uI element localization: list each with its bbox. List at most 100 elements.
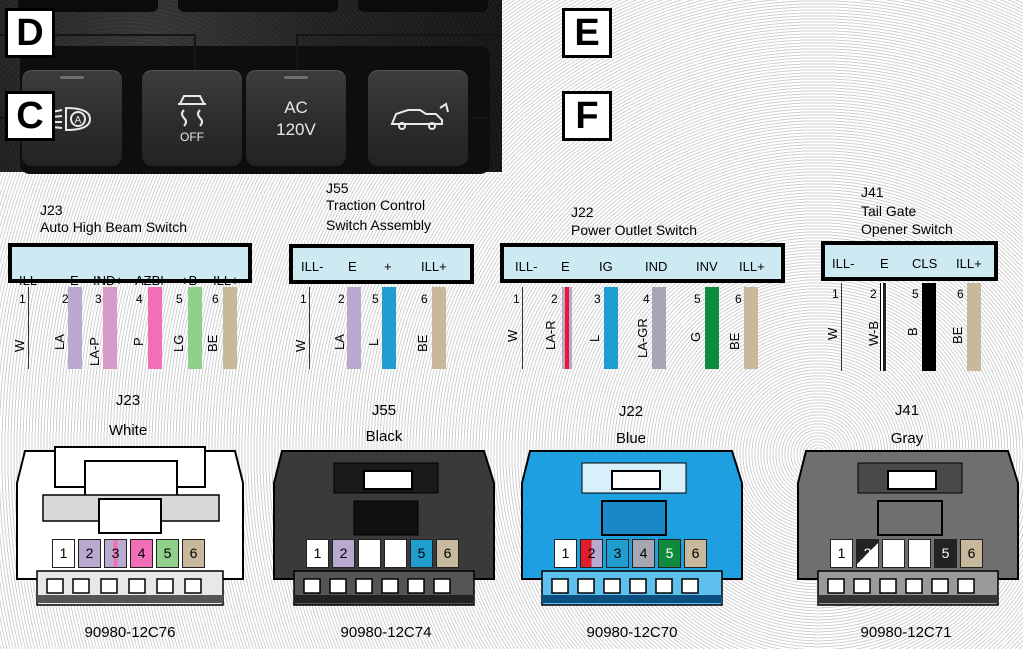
- j41-term-1: ILL-: [832, 256, 855, 271]
- j41-cell-4: [908, 539, 931, 568]
- j23-pin-6: 6: [212, 292, 219, 306]
- j55-cell-1: 1: [306, 539, 329, 568]
- j23-cell-1: 1: [52, 539, 75, 568]
- j23-connector-face: [16, 446, 244, 606]
- j22-term-3: IG: [599, 259, 613, 274]
- j22-term-6: ILL+: [739, 259, 765, 274]
- j55-pin-4: 6: [421, 292, 428, 306]
- j41-cell-5: 5: [934, 539, 957, 568]
- j22-code-1: W: [505, 329, 520, 342]
- j41-cell-2: 2: [856, 539, 879, 568]
- j41-cell-3: [882, 539, 905, 568]
- j41-pin-2: 2: [870, 287, 877, 301]
- j55-term-1: ILL-: [301, 259, 324, 274]
- traction-control-off-icon: [178, 95, 206, 127]
- voltage-label: 120V: [276, 120, 316, 139]
- j55-term-4: ILL+: [421, 259, 447, 274]
- j41-code-4: BE: [950, 326, 965, 344]
- j41-housing-color: Gray: [890, 430, 924, 447]
- j23-id: J23: [40, 202, 63, 218]
- j22-code-6: BE: [727, 332, 742, 350]
- callout-d: D: [5, 8, 55, 58]
- j22-cell-1: 1: [554, 539, 577, 568]
- j23-terminal-header: [8, 243, 252, 283]
- j55-cell-3: [358, 539, 381, 568]
- j55-name-line2: Switch Assembly: [326, 217, 432, 233]
- j41-code-1: W: [825, 327, 840, 340]
- callout-f: F: [562, 91, 612, 141]
- j23-cell-4: 4: [130, 539, 153, 568]
- j41-part-number: 90980-12C71: [860, 624, 952, 641]
- j41-cell-6: 6: [960, 539, 983, 568]
- j41-pin-4: 6: [957, 287, 964, 301]
- j23-term-2: E: [70, 273, 79, 288]
- j23-code-2: LA: [52, 334, 67, 350]
- j55-cell-2: 2: [332, 539, 355, 568]
- j55-wire-4: [432, 287, 446, 369]
- tailgate-opener-button[interactable]: [368, 70, 468, 166]
- j41-code-3: B: [905, 327, 920, 336]
- j41-connector-face: [797, 450, 1019, 606]
- j23-pin-3: 3: [95, 292, 102, 306]
- j22-pin-5: 5: [694, 292, 701, 306]
- j55-id: J55: [326, 180, 349, 196]
- power-outlet-button[interactable]: AC 120V: [246, 70, 346, 166]
- j41-id: J41: [861, 184, 884, 200]
- j41-code-2: W-B: [866, 320, 881, 346]
- j55-wire-2: [347, 287, 361, 369]
- j22-code-4: LA-GR: [635, 318, 650, 358]
- j55-code-4: BE: [415, 334, 430, 352]
- j23-wire-3: [103, 287, 117, 369]
- j22-cell-2: 2: [580, 539, 603, 568]
- j41-name-line1: Tail Gate: [861, 203, 917, 219]
- j22-wire-1: [522, 287, 523, 369]
- j23-wire-6: [223, 287, 237, 369]
- j22-id: J22: [571, 204, 594, 220]
- j23-term-5: +B: [181, 273, 198, 288]
- j22-pin-3: 3: [594, 292, 601, 306]
- j22-pin-4: 4: [643, 292, 650, 306]
- ac-label: AC: [284, 98, 308, 117]
- j55-cell-4: [384, 539, 407, 568]
- j22-face-id: J22: [618, 403, 644, 420]
- callout-e: E: [562, 8, 612, 58]
- callout-c: C: [5, 91, 55, 141]
- j22-pin-6: 6: [735, 292, 742, 306]
- j55-pin-1: 1: [300, 292, 307, 306]
- j22-part-number: 90980-12C70: [586, 624, 678, 641]
- j23-housing-color: White: [108, 422, 148, 439]
- j41-terminal-header: [821, 241, 998, 281]
- j23-wire-1: [28, 287, 29, 369]
- j55-face-id: J55: [371, 402, 397, 419]
- j41-pin-3: 5: [912, 287, 919, 301]
- j23-wire-2: [68, 287, 82, 369]
- j22-code-5: G: [688, 331, 703, 342]
- j23-cell-3: 3: [104, 539, 127, 568]
- j55-part-number: 90980-12C74: [340, 624, 432, 641]
- j23-face-id: J23: [115, 392, 141, 409]
- j23-pin-4: 4: [136, 292, 143, 306]
- j22-wire-2: [562, 287, 572, 369]
- j23-term-1: ILL-: [19, 273, 42, 288]
- j23-pin-5: 5: [176, 292, 183, 306]
- j41-face-id: J41: [894, 402, 920, 419]
- j22-wire-3: [604, 287, 618, 369]
- j23-cell-6: 6: [182, 539, 205, 568]
- traction-off-label: OFF: [180, 130, 204, 144]
- j55-pin-2: 2: [338, 292, 345, 306]
- j23-term-4: AZBI: [135, 273, 164, 288]
- j41-name-line2: Opener Switch: [861, 221, 953, 237]
- j55-terminal-header: [289, 244, 474, 284]
- j22-cell-5: 5: [658, 539, 681, 568]
- j41-term-2: E: [880, 256, 889, 271]
- j22-pin-2: 2: [551, 292, 558, 306]
- j23-code-5: LG: [171, 334, 186, 352]
- j41-wire-2: [880, 283, 887, 371]
- j55-connector-face: [273, 450, 495, 606]
- j41-wire-2-stripe: [883, 283, 886, 371]
- j22-term-5: INV: [696, 259, 718, 274]
- traction-control-off-button[interactable]: OFF: [142, 70, 242, 166]
- j23-wire-5: [188, 287, 202, 369]
- j55-code-1: W: [293, 339, 308, 352]
